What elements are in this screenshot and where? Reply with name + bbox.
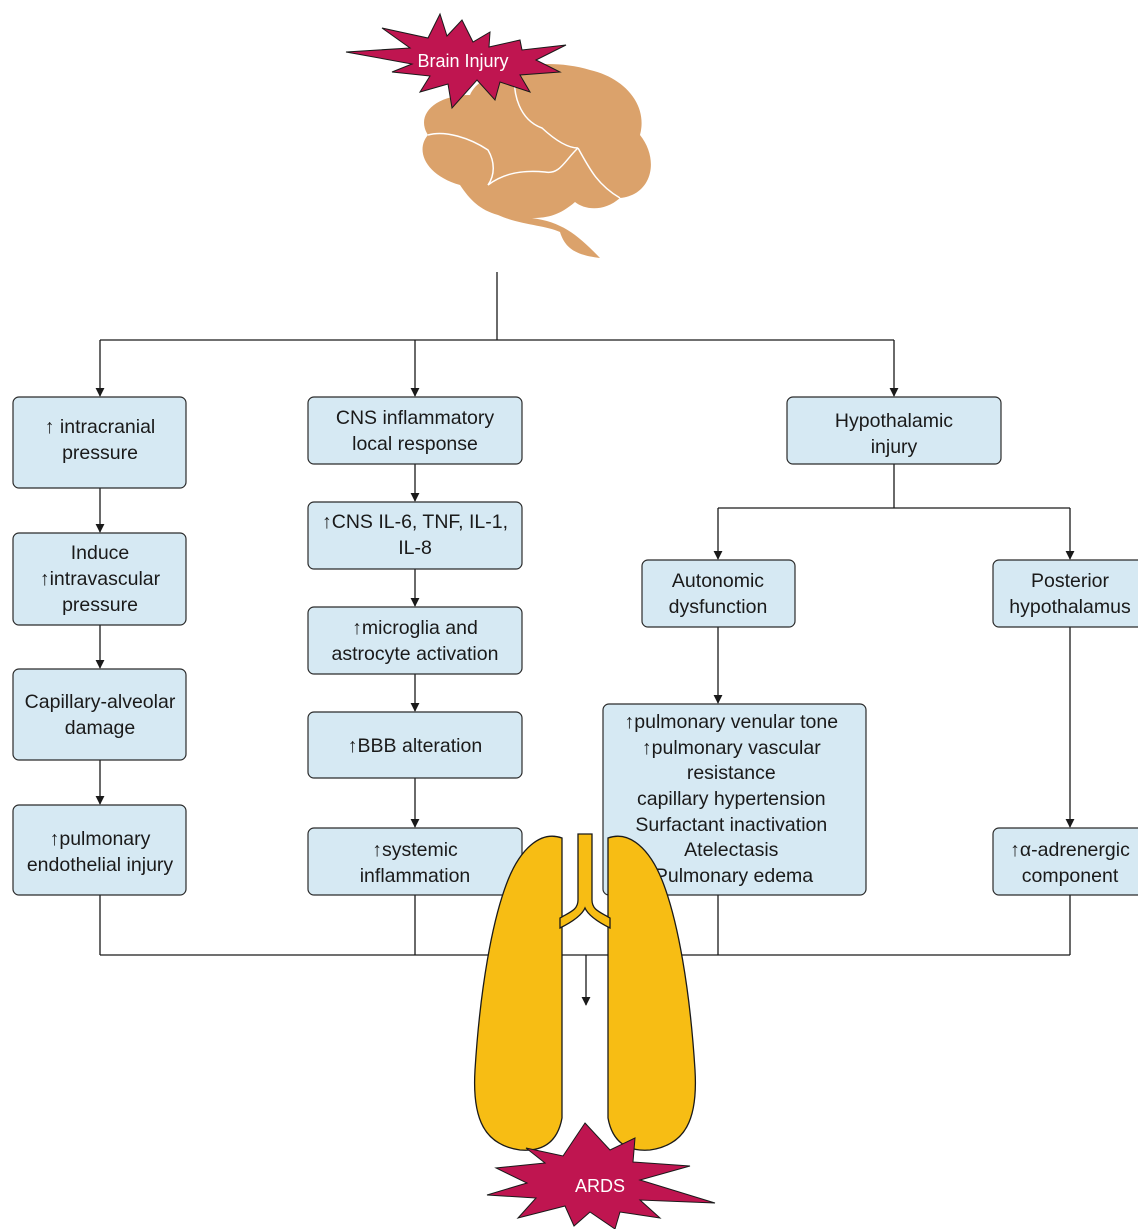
- brain-icon: [422, 64, 651, 258]
- ards-burst: ARDS: [486, 1122, 716, 1229]
- cytokines-box: ↑CNS IL-6, TNF, IL-1,IL-8: [307, 501, 523, 570]
- svg-text:↑pulmonary venular tone: ↑pulmonary venular tone ↑pulmonary vascu…: [625, 711, 844, 887]
- bbb-alteration-box: ↑BBB alteration: [307, 711, 523, 779]
- pulmonary-effects-box: ↑pulmonary venular tone ↑pulmonary vascu…: [602, 703, 867, 896]
- connectors: [95, 272, 1075, 1006]
- lungs-icon: [473, 833, 697, 1151]
- svg-text:↑CNS IL-6, TNF, IL-1,IL-8: ↑CNS IL-6, TNF, IL-1,IL-8: [322, 511, 508, 559]
- ards-label: ARDS: [575, 1176, 625, 1196]
- brain-injury-label: Brain Injury: [417, 51, 508, 71]
- svg-text:↑BBB alteration: ↑BBB alteration: [348, 735, 482, 757]
- brain-injury-burst: Brain Injury: [345, 12, 567, 110]
